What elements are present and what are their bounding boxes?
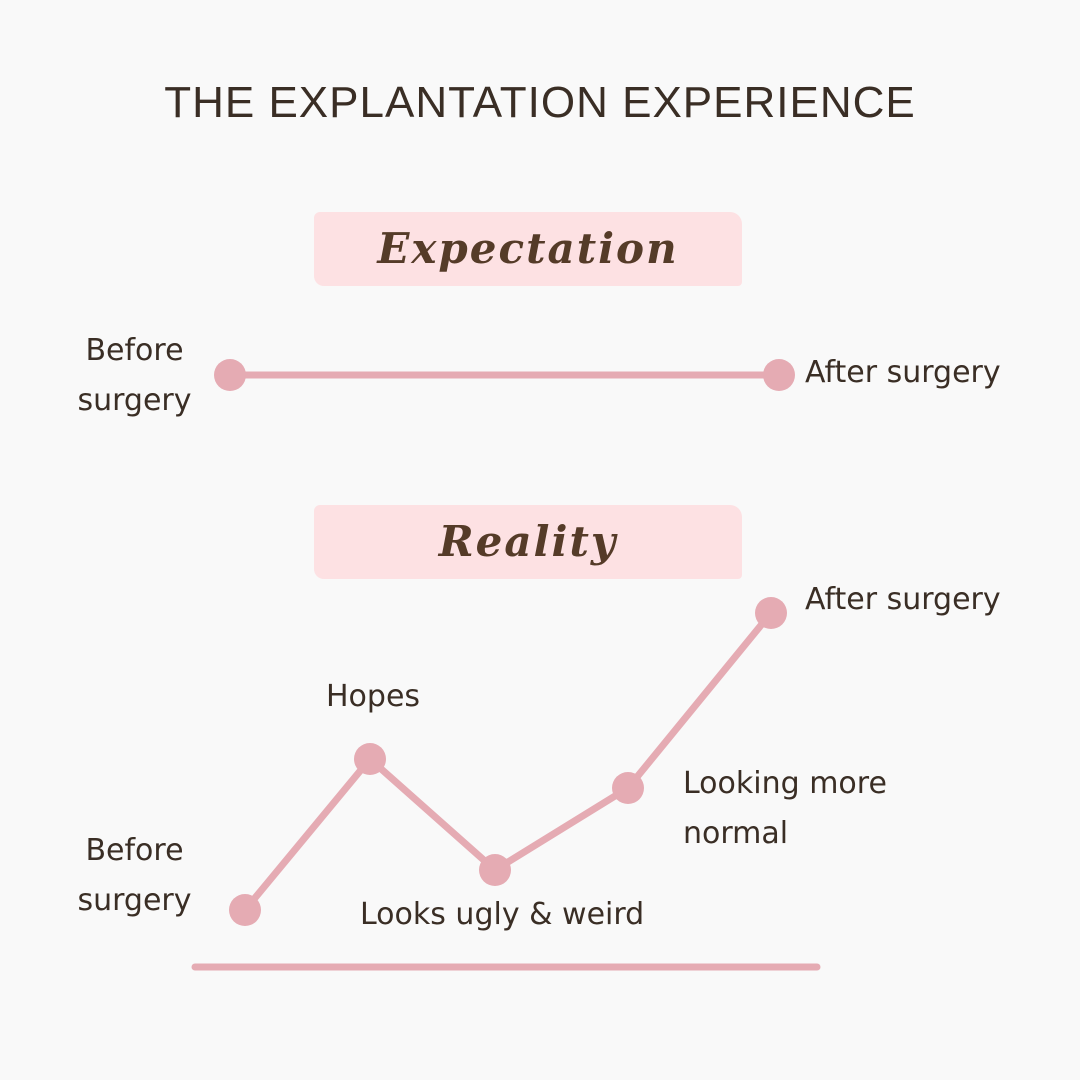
reality-point-after (755, 597, 787, 629)
reality-point-hopes (354, 743, 386, 775)
reality-label-after: After surgery (805, 582, 1001, 617)
reality-label-normal: Looking more normal (683, 766, 887, 851)
reality-label-hopes: Hopes (326, 679, 421, 714)
reality-label-ugly: Looks ugly & weird (360, 897, 645, 932)
expectation-start-label: Before surgery (77, 333, 192, 418)
expectation-start-point (214, 359, 246, 391)
page-title: THE EXPLANTATION EXPERIENCE (164, 78, 916, 127)
reality-point-before (229, 894, 261, 926)
reality-point-ugly (479, 854, 511, 886)
reality-label-before: Before surgery (77, 833, 192, 918)
expectation-banner: Expectation (314, 212, 742, 286)
reality-point-normal (612, 772, 644, 804)
expectation-end-point (763, 359, 795, 391)
reality-heading: Reality (438, 517, 618, 566)
reality-banner: Reality (314, 505, 742, 579)
expectation-end-label: After surgery (805, 355, 1001, 390)
expectation-heading: Expectation (377, 224, 679, 273)
